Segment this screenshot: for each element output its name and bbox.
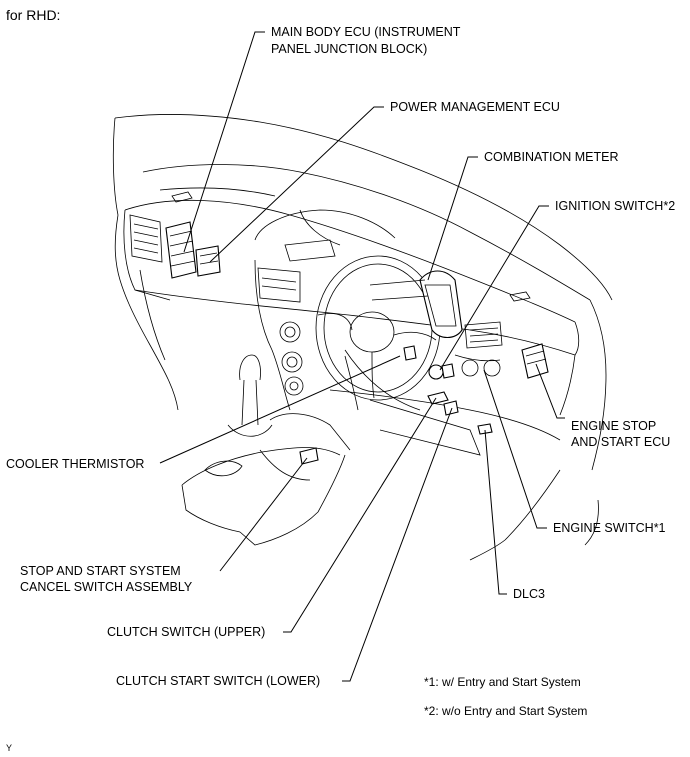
label-cooler-thermistor: COOLER THERMISTOR: [6, 457, 145, 471]
label-stop-start-cancel-line2: CANCEL SWITCH ASSEMBLY: [20, 580, 193, 594]
switch-parts: [299, 345, 493, 465]
vehicle-outline: [112, 114, 613, 561]
label-combination-meter: COMBINATION METER: [484, 150, 619, 164]
footnote-2: *2: w/o Entry and Start System: [424, 704, 588, 718]
footnote-1: *1: w/ Entry and Start System: [424, 675, 581, 689]
diagram-heading: for RHD:: [6, 7, 61, 23]
label-clutch-switch-upper: CLUTCH SWITCH (UPPER): [107, 625, 266, 639]
combination-meter-shape: [369, 270, 463, 339]
label-stop-start-cancel-line1: STOP AND START SYSTEM: [20, 564, 181, 578]
dashboard-body: [123, 191, 580, 456]
label-clutch-start-switch-lower: CLUTCH START SWITCH (LOWER): [116, 674, 321, 688]
label-engine-switch: ENGINE SWITCH*1: [553, 521, 666, 535]
center-console: [181, 354, 351, 546]
figure-code: Y: [6, 743, 13, 753]
ecu-modules: [165, 221, 221, 279]
label-power-management-ecu: POWER MANAGEMENT ECU: [390, 100, 560, 114]
label-dlc3: DLC3: [513, 587, 545, 601]
label-ignition-switch: IGNITION SWITCH*2: [555, 199, 676, 213]
label-main-body-ecu-line2: PANEL JUNCTION BLOCK): [271, 42, 428, 56]
label-main-body-ecu-line1: MAIN BODY ECU (INSTRUMENT: [271, 25, 461, 39]
label-engine-stop-start-ecu-line2: AND START ECU: [571, 435, 671, 449]
engine-stop-start-ecu-shape: [521, 343, 549, 379]
leader-lines: [159, 31, 565, 682]
label-engine-stop-start-ecu-line1: ENGINE STOP: [571, 419, 657, 433]
